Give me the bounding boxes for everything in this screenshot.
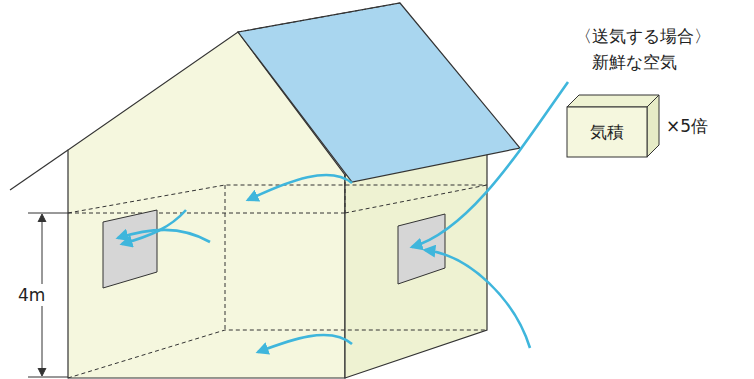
eave-line xyxy=(10,150,68,190)
note-label: 新鮮な空気 xyxy=(592,52,677,72)
volume-cube: 気積 xyxy=(566,94,660,158)
dimension-label: 4m xyxy=(16,284,47,306)
left-window xyxy=(103,210,157,288)
airflow-arrows xyxy=(118,82,568,352)
note-label: 〈送気する場合〉 xyxy=(575,26,711,46)
multiplier-label: ×5倍 xyxy=(666,116,708,136)
cube-front xyxy=(567,107,647,157)
hidden-edges xyxy=(68,3,487,378)
volume-label: 気積 xyxy=(590,122,624,142)
cube-side xyxy=(647,95,659,157)
right-window xyxy=(398,214,445,284)
roof xyxy=(238,3,520,182)
cube-top xyxy=(567,95,659,107)
